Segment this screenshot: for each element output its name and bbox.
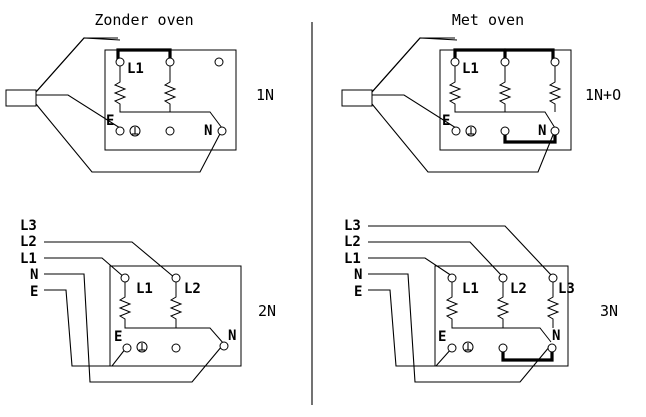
wire-label-n: N [30, 267, 38, 283]
terminal-3n-l3 [548, 273, 558, 283]
label-1n-l1: L1 [127, 61, 144, 77]
resistor-3n-c [546, 282, 560, 328]
terminal-3n-l2 [498, 273, 508, 283]
diagram-3n: L3 L2 L1 N E L1 L2 L3 E N 3N [344, 218, 618, 383]
wire-l2 [368, 241, 503, 277]
label-1n-n: N [204, 123, 212, 139]
terminal-2n-l2 [171, 273, 181, 283]
terminal-block-3n [434, 265, 569, 367]
terminal-1no-3 [550, 57, 560, 67]
terminal-block-2n [109, 265, 242, 367]
wire-n [44, 273, 223, 383]
terminal-1n-e [115, 126, 125, 136]
label-3n-n: N [552, 328, 560, 344]
terminal-1n-3 [214, 57, 224, 67]
resistor-1no-c [548, 66, 562, 112]
terminal-3n-e [447, 343, 457, 353]
wire-label-n: N [354, 267, 362, 283]
wire-label-l2: L2 [344, 234, 361, 250]
wire-e [368, 289, 453, 367]
wire-label-l1: L1 [344, 251, 361, 267]
label-1no-l1: L1 [462, 61, 479, 77]
config-label-1n: 1N [256, 86, 274, 104]
title-met-oven: Met oven [452, 11, 524, 29]
terminal-1n-1 [115, 57, 125, 67]
config-label-1n-o: 1N+O [585, 86, 621, 104]
cable-wire-n [371, 103, 556, 173]
resistor-2n-a [118, 282, 225, 345]
wire-label-l3: L3 [344, 218, 361, 234]
label-3n-l3: L3 [558, 281, 575, 297]
terminal-2n-e [122, 343, 132, 353]
cable-wire-e [36, 94, 121, 129]
plug-1n-o [341, 89, 373, 107]
config-label-3n: 3N [600, 302, 618, 320]
terminal-1no-e [451, 126, 461, 136]
wire-label-l1: L1 [20, 251, 37, 267]
title-zonder-oven: Zonder oven [94, 11, 193, 29]
wire-e [44, 289, 127, 367]
diagram-1n-o: L1 E N 1N+O [341, 37, 621, 173]
wire-label-l2: L2 [20, 234, 37, 250]
bridge-n [503, 129, 557, 144]
resistor-3n-a [445, 282, 552, 343]
cable-wire-l1-b [35, 37, 121, 93]
label-2n-l2: L2 [184, 281, 201, 297]
terminal-3n-4 [498, 343, 508, 353]
label-1n-e: E [106, 113, 114, 129]
wire-l2 [44, 241, 176, 279]
cable-wire-e [372, 94, 457, 129]
terminal-1n-n [217, 126, 227, 136]
label-3n-e: E [438, 329, 446, 345]
cable-wire-n [35, 103, 223, 173]
resistor-3n-b [496, 282, 510, 328]
terminal-1no-1 [450, 57, 460, 67]
resistor-1no-b [498, 66, 512, 112]
diagram-2n: L3 L2 L1 N E L1 L2 E N 2N [20, 218, 276, 383]
terminal-2n-3 [171, 343, 181, 353]
config-label-2n: 2N [258, 302, 276, 320]
wire-label-e: E [30, 284, 38, 300]
plug-1n [5, 89, 37, 107]
label-2n-l1: L1 [136, 281, 153, 297]
terminal-3n-n [547, 343, 557, 353]
terminal-2n-l1 [120, 273, 130, 283]
terminal-1n-2 [165, 57, 175, 67]
cable-wire-l1-b [371, 37, 458, 93]
resistor-2n-b [169, 282, 183, 328]
terminal-3n-l1 [447, 273, 457, 283]
terminal-2n-n [219, 341, 229, 351]
resistor-1n-b [163, 66, 177, 112]
label-1no-e: E [442, 113, 450, 129]
wire-label-l3: L3 [20, 218, 37, 234]
resistor-1n-a [113, 66, 223, 129]
terminal-1no-n [550, 126, 560, 136]
label-1no-n: N [538, 123, 546, 139]
wire-label-e: E [354, 284, 362, 300]
label-3n-l1: L1 [462, 281, 479, 297]
terminal-1n-4 [165, 126, 175, 136]
label-2n-e: E [114, 329, 122, 345]
resistor-1no-a [448, 66, 556, 129]
terminal-1no-2 [500, 57, 510, 67]
label-3n-l2: L2 [510, 281, 527, 297]
wire-l1 [368, 257, 453, 277]
label-2n-n: N [228, 328, 236, 344]
wire-n [368, 273, 551, 383]
bridge-n [501, 347, 554, 362]
diagram-1n: L1 E N 1N [5, 37, 274, 173]
wire-l1 [44, 257, 126, 279]
wire-l3 [368, 225, 553, 277]
bridge-l1 [116, 48, 172, 64]
terminal-1no-4 [500, 126, 510, 136]
